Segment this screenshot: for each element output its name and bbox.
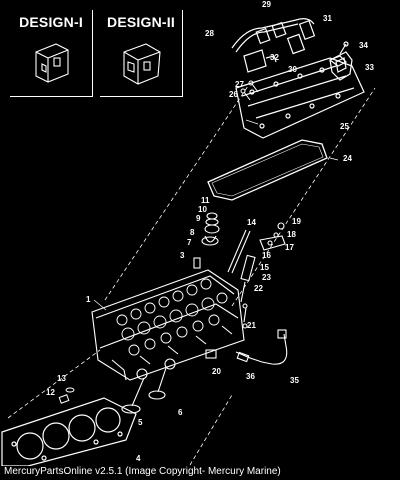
cylinder-head	[91, 269, 245, 381]
callout-33: 33	[365, 63, 374, 72]
callout-20: 20	[212, 367, 221, 376]
callout-16: 16	[262, 251, 271, 260]
callout-28: 28	[205, 29, 214, 38]
callout-31: 31	[323, 14, 332, 23]
callout-12: 12	[46, 388, 55, 397]
callout-5: 5	[138, 418, 143, 427]
callout-10: 10	[198, 205, 207, 214]
callout-36: 36	[246, 372, 255, 381]
callout-11: 11	[201, 196, 210, 205]
leader-lines	[93, 119, 339, 311]
valves	[121, 358, 176, 414]
cover-bolts	[240, 80, 259, 101]
valvetrain-parts	[193, 212, 286, 329]
callout-4: 4	[136, 454, 141, 463]
design-i-box: DESIGN-I	[10, 10, 93, 97]
callout-32: 32	[270, 53, 279, 62]
dowel-pins	[58, 387, 75, 404]
callout-9: 9	[196, 214, 201, 223]
image-caption: MercuryPartsOnline v2.5.1 (Image Copyrig…	[4, 466, 281, 477]
callout-22: 22	[254, 284, 263, 293]
design-ii-title: DESIGN-II	[107, 14, 175, 30]
callout-15: 15	[260, 263, 269, 272]
callout-19: 19	[292, 217, 301, 226]
callout-24: 24	[343, 154, 352, 163]
callout-27: 27	[235, 80, 244, 89]
head-gasket	[1, 397, 137, 467]
diagram-canvas: 1345678910111213141516171819202122232425…	[1, 0, 376, 467]
callout-6: 6	[178, 408, 183, 417]
callout-26: 26	[229, 90, 238, 99]
design-ii-coil-icon	[123, 43, 161, 85]
callout-21: 21	[247, 321, 256, 330]
callout-35: 35	[290, 376, 299, 385]
callout-labels: 1345678910111213141516171819202122232425…	[46, 0, 374, 463]
coil-module	[329, 41, 353, 81]
valve-cover-gasket	[207, 139, 328, 201]
design-i-title: DESIGN-I	[19, 14, 83, 30]
design-ii-box: DESIGN-II	[100, 10, 183, 97]
callout-3: 3	[180, 251, 185, 260]
callout-1: 1	[86, 295, 91, 304]
dashed-guide-lines	[7, 85, 376, 466]
callout-23: 23	[262, 273, 271, 282]
design-i-coil-icon	[35, 43, 69, 83]
callout-30: 30	[288, 65, 297, 74]
callout-29: 29	[262, 0, 271, 9]
callout-7: 7	[187, 238, 192, 247]
sensor-parts	[205, 329, 288, 365]
callout-17: 17	[285, 243, 294, 252]
callout-18: 18	[287, 230, 296, 239]
coil-harness	[231, 18, 316, 73]
callout-14: 14	[247, 218, 256, 227]
callout-13: 13	[57, 374, 66, 383]
callout-34: 34	[359, 41, 368, 50]
callout-8: 8	[190, 228, 195, 237]
callout-25: 25	[340, 122, 349, 131]
